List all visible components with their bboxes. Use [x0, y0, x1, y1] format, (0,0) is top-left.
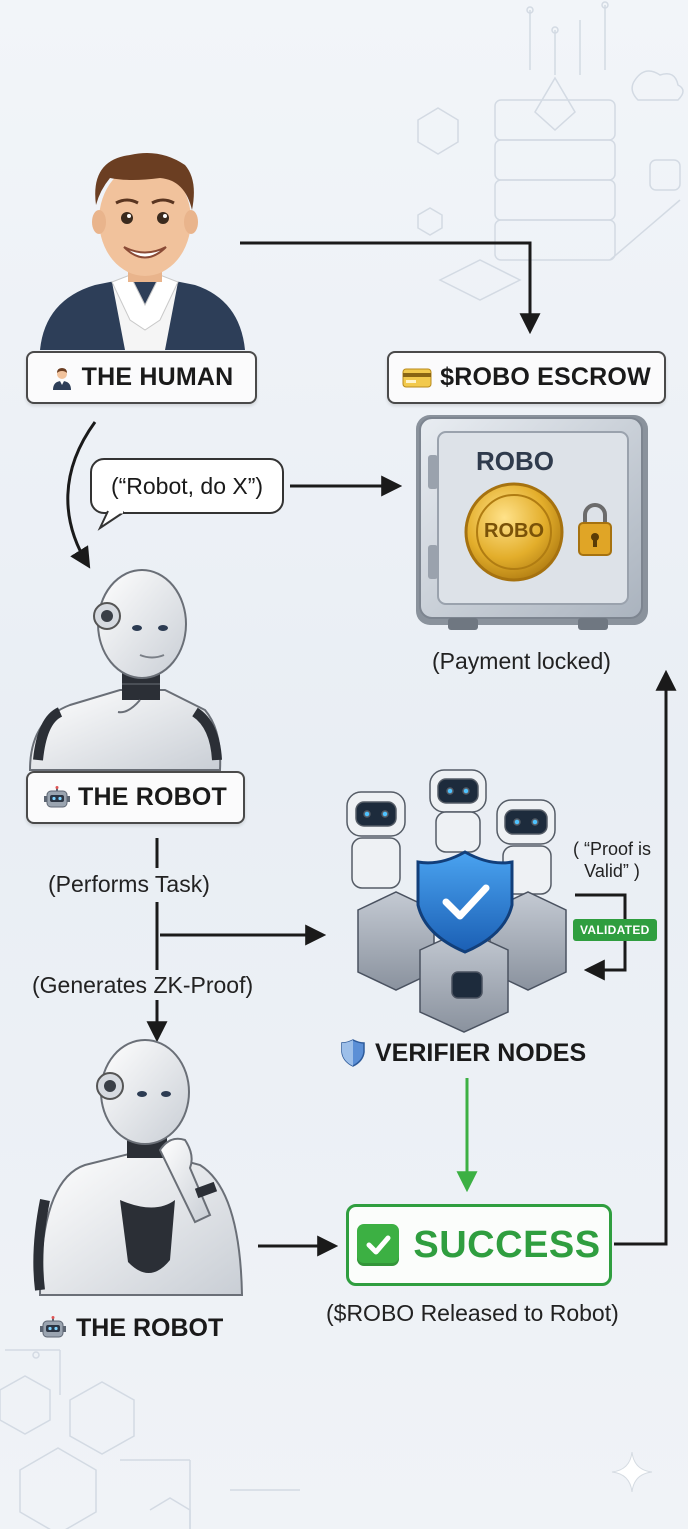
- robot-top-label: THE ROBOT: [26, 771, 245, 824]
- sparkle-icon: [611, 1451, 653, 1493]
- check-square-icon: [357, 1224, 400, 1266]
- safe-brand-text: ROBO: [476, 446, 554, 476]
- verifier-label: VERIFIER NODES: [341, 1038, 586, 1068]
- success-label: SUCCESS: [413, 1223, 601, 1266]
- step-performs-task: (Performs Task): [48, 871, 210, 897]
- escrow-label: $ROBO ESCROW: [387, 351, 666, 404]
- robot-emoji-icon: [43, 785, 70, 810]
- human-label: THE HUMAN: [26, 351, 257, 404]
- robo-coin: [464, 482, 564, 582]
- request-speech-bubble: (“Robot, do X”): [90, 458, 284, 514]
- coin-text: ROBO: [484, 520, 544, 542]
- validated-badge: VALIDATED: [573, 919, 657, 941]
- success-caption: ($ROBO Released to Robot): [326, 1300, 619, 1326]
- arrow-success-to-escrow: [614, 669, 677, 1246]
- proof-note-line1: ( “Proof is: [572, 839, 651, 859]
- escrow-label-text: $ROBO ESCROW: [440, 363, 651, 391]
- robot-emoji-icon: [40, 1316, 66, 1340]
- human-label-text: THE HUMAN: [81, 363, 234, 391]
- man-emoji-icon: [50, 366, 74, 390]
- verifier-label-text: VERIFIER NODES: [375, 1038, 587, 1067]
- arrow-human-to-robot: [66, 421, 97, 569]
- success-box: SUCCESS: [346, 1204, 612, 1286]
- padlock-icon: [578, 503, 612, 556]
- robot-bottom-label-text: THE ROBOT: [76, 1313, 224, 1342]
- request-text: (“Robot, do X”): [110, 472, 264, 499]
- robot-bottom-label: THE ROBOT: [40, 1313, 223, 1343]
- robot-top-label-text: THE ROBOT: [77, 783, 228, 811]
- shield-icon: [341, 1039, 365, 1067]
- step-generates-proof: (Generates ZK-Proof): [32, 972, 254, 998]
- escrow-caption: (Payment locked): [432, 648, 611, 674]
- arrow-human-to-escrow: [240, 241, 541, 335]
- proof-note-line2: Valid” ): [584, 861, 640, 881]
- credit-card-icon: [402, 367, 432, 389]
- proof-note: ( “Proof is Valid” ): [566, 838, 658, 882]
- verified-shield-icon: [416, 850, 514, 954]
